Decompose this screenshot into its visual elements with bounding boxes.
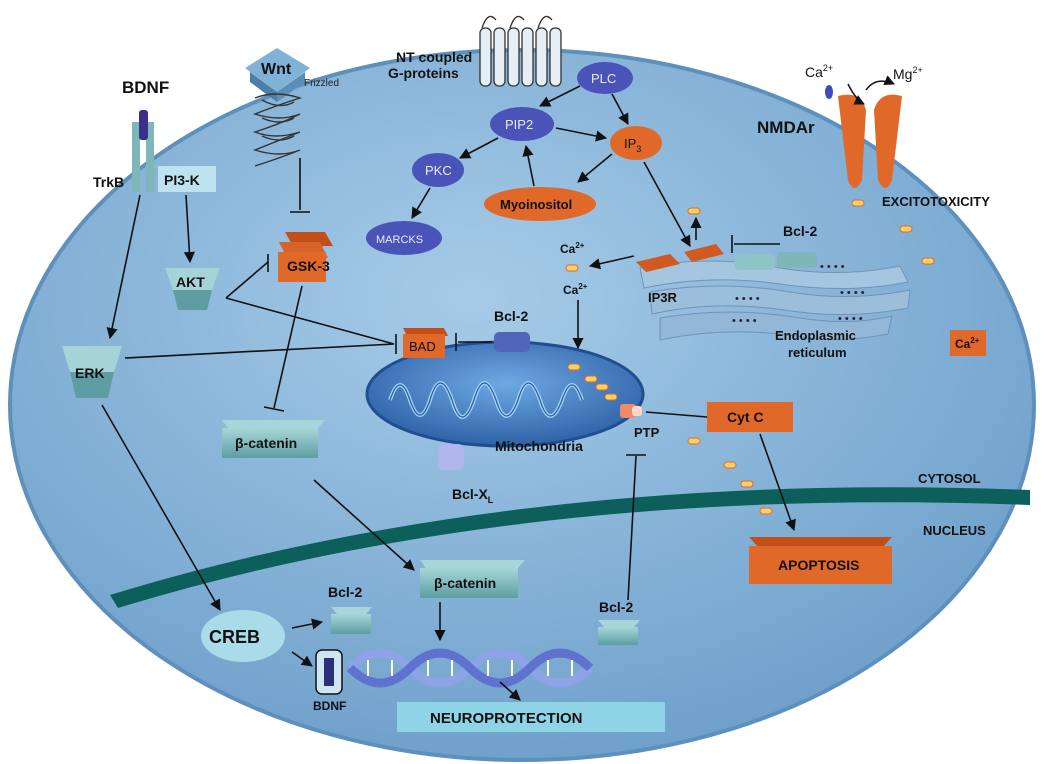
bdnf-ligand-label: BDNF [122, 78, 169, 97]
pkc-node [412, 153, 464, 187]
bcl2-er-node [735, 252, 817, 270]
beta-catenin-nucleus-label: β-catenin [434, 575, 496, 591]
ca-top-label: Ca2+ [805, 63, 833, 80]
svg-text:• • • •: • • • • [732, 315, 757, 327]
calcium-ions [565, 199, 935, 515]
beta-catenin-nucleus-node [420, 560, 525, 598]
pip2-label: PIP2 [505, 117, 533, 132]
svg-text:• • • •: • • • • [838, 313, 863, 325]
erk-label: ERK [75, 365, 105, 381]
endoplasmic-reticulum: • • • • • • • • • • • • • • • • • • • • [639, 260, 911, 341]
marcks-node [366, 221, 442, 255]
frizzled-label: Frizzled [304, 78, 339, 89]
nt-coupled-label: NT coupled [396, 49, 472, 65]
nmda-receptor [838, 94, 902, 188]
nucleus-label: NUCLEUS [923, 523, 986, 538]
svg-text:• • • •: • • • • [840, 287, 865, 299]
apoptosis-label: APOPTOSIS [778, 557, 859, 573]
neuroprotection-label: NEUROPROTECTION [430, 710, 583, 727]
bcl2-creb-label: Bcl-2 [328, 584, 362, 600]
dna-helix [346, 648, 594, 688]
bclxl-label: Bcl-XL [452, 486, 494, 505]
nmdar-label: NMDAr [757, 118, 815, 137]
ip3-label: IP3 [624, 136, 641, 154]
ca-box [950, 330, 986, 356]
excitotoxicity-label: EXCITOTOXICITY [882, 194, 990, 209]
nuclear-membrane [110, 487, 1030, 608]
creb-node [201, 610, 285, 662]
akt-label: AKT [176, 274, 205, 290]
pkc-label: PKC [425, 163, 452, 178]
bclxl-node [438, 444, 464, 470]
ca-mito-label: Ca2+ [563, 282, 588, 297]
bcl2-er-label: Bcl-2 [783, 223, 817, 239]
pip2-node [490, 107, 554, 141]
trkb-label: TrkB [93, 174, 124, 190]
wnt-label: Wnt [261, 61, 292, 78]
plc-node [577, 62, 633, 94]
bcl2-mito-node [494, 332, 530, 352]
bcl2-nucleus-node [598, 620, 640, 645]
frizzled-receptor [252, 93, 303, 167]
beta-catenin-cytosol-node [222, 420, 325, 458]
erk-node [62, 346, 122, 372]
er-label-line2: reticulum [788, 345, 847, 360]
gsk3-label: GSK-3 [287, 258, 330, 274]
mitochondria-label: Mitochondria [495, 438, 583, 454]
cytosol-label: CYTOSOL [918, 471, 981, 486]
trkb-receptor [132, 110, 154, 192]
neuroprotection-box [397, 702, 665, 732]
myoinositol-label: Myoinositol [500, 197, 572, 212]
bcl2-creb-node [331, 607, 372, 634]
ptp-label: PTP [634, 425, 660, 440]
g-proteins-label: G-proteins [388, 65, 459, 81]
cytc-label: Cyt C [727, 409, 764, 425]
cytc-box [707, 402, 793, 432]
ip3-node [610, 126, 662, 160]
pi3k-label: PI3-K [164, 172, 200, 188]
pathway-connectors [101, 85, 796, 701]
er-label-line1: Endoplasmic [775, 328, 856, 343]
ca-left-label: Ca2+ [560, 241, 585, 256]
wnt-ligand [245, 48, 310, 92]
mg-top-label: Mg2+ [893, 65, 923, 82]
akt-node [165, 268, 220, 290]
bcl2-mito-label: Bcl-2 [494, 308, 528, 324]
ca-box-label: Ca2+ [955, 336, 980, 351]
bcl2-nucleus-label: Bcl-2 [599, 599, 633, 615]
apoptosis-box [749, 537, 892, 584]
myoinositol-node [484, 187, 596, 221]
bad-node [403, 328, 448, 358]
svg-text:• • • •: • • • • [820, 261, 845, 273]
creb-label: CREB [209, 627, 260, 647]
beta-catenin-cytosol-label: β-catenin [235, 435, 297, 451]
g-protein-receptor [479, 15, 562, 87]
ip3r-channel [636, 244, 724, 272]
ca-ion-channel [825, 85, 833, 99]
pi3k-box [158, 166, 216, 192]
bdnf-gene-marker [315, 649, 343, 695]
bdnf-gene-label: BDNF [313, 699, 346, 713]
bad-label: BAD [409, 339, 436, 354]
gsk3-node [278, 232, 333, 282]
svg-text:• • • •: • • • • [735, 293, 760, 305]
plc-label: PLC [591, 71, 616, 86]
ptp-channel [620, 404, 642, 418]
ip3r-label: IP3R [648, 290, 678, 305]
marcks-label: MARCKS [376, 234, 423, 246]
